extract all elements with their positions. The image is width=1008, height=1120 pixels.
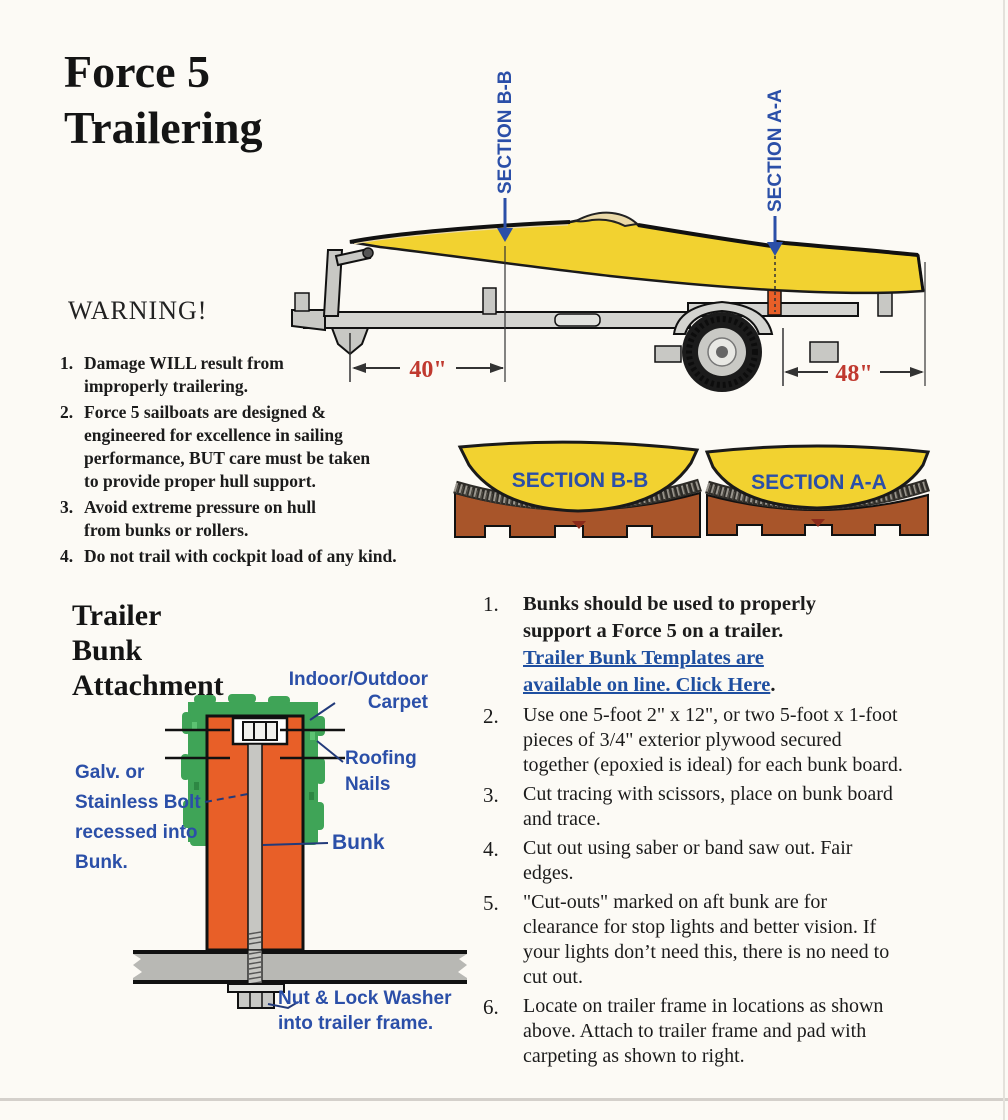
instructions-list: 1. Bunks should be used to properly supp… [483,591,988,1073]
hull-section-bb [457,440,700,513]
instruction-item: 5. "Cut-outs" marked on aft bunk are for… [483,890,988,990]
instruction-text: "Cut-outs" marked on aft bunk are for cl… [523,891,890,988]
dimension-48: 48" [782,262,926,387]
bolt-threads [247,931,263,991]
boat-trailer-diagram: SECTION B-B SECTION A-A 40" 48" [291,71,926,392]
instruction-item: 6. Locate on trailer frame in locations … [483,994,988,1069]
axle-bracket-left [654,345,682,363]
nut-label: Nut & Lock Washer into trailer frame. [278,988,452,1034]
warning-item: 3. Avoid extreme pressure on hull from b… [60,496,490,542]
trailer-bunk-templates-link[interactable]: Trailer Bunk Templates are available on … [523,647,771,696]
hitch-coupler [291,309,326,332]
page-title: Force 5 Trailering [64,44,262,156]
roofing-nails-label: Roofing Nails [345,748,417,795]
page-title-line2: Trailering [64,102,263,154]
leader-lines [204,702,344,1010]
trailer-frame-bar [133,950,467,984]
warning-item-text: Avoid extreme pressure on hull from bunk… [84,497,317,540]
warning-item-text: Damage WILL result from improperly trail… [84,353,284,396]
instruction-number: 1. [483,592,499,616]
section-aa-section-label: SECTION A-A [751,471,887,494]
section-bb-label: SECTION B-B [495,71,516,195]
bolt-label: Galv. or Stainless Bolt recessed into Bu… [75,762,201,873]
dim-40-text: 40" [409,357,446,383]
scan-edge-right [1003,0,1005,1120]
bolt-head [242,721,278,741]
trailer-main-beam [303,311,691,329]
instruction-bold-text: Bunks should be used to properly support… [523,593,816,642]
bolt-shaft [247,743,263,951]
instruction-item: 3. Cut tracing with scissors, place on b… [483,782,988,832]
section-aa-label: SECTION A-A [765,89,786,212]
warning-item: 4. Do not trail with cockpit load of any… [60,545,490,568]
scan-edge-bottom [0,1098,1008,1101]
warning-item-number: 4. [60,546,74,566]
instruction-text: Bunks should be used to properly support… [523,591,816,699]
bunk-attachment-heading: Trailer Bunk Attachment [72,599,224,703]
cross-sections-diagram: SECTION B-B SECTION A-A [453,440,931,538]
warning-item-number: 2. [60,402,74,422]
instruction-text: Use one 5-foot 2" x 12", or two 5-foot x… [523,704,903,776]
section-bb-section-label: SECTION B-B [512,469,649,492]
center-mark-aa [811,519,825,527]
warning-item-number: 1. [60,353,74,373]
warning-heading: WARNING! [68,296,208,325]
roofing-nails [165,728,345,760]
section-aa-callout: SECTION A-A [765,89,786,312]
deck-line-fore [349,220,571,244]
instruction-number: 3. [483,783,499,807]
warning-list: 1. Damage WILL result from improperly tr… [60,352,490,571]
instruction-item: 2. Use one 5-foot 2" x 12", or two 5-foo… [483,703,988,778]
carpet-label: Indoor/Outdoor Carpet [288,669,428,713]
dimension-40: 40" [349,246,506,383]
instruction-text: Cut out using saber or band saw out. Fai… [523,837,853,884]
winch-drum [362,247,374,259]
dim-48-text: 48" [835,361,872,387]
instruction-text: Cut tracing with scissors, place on bunk… [523,783,893,830]
fender [672,300,774,335]
bunk-label: Bunk [332,831,385,854]
center-mark-bb [572,521,586,529]
axle-bracket-right [809,341,839,363]
bunk-attachment-diagram [133,694,467,1010]
section-bb-callout: SECTION B-B [495,71,516,242]
hitch-latch [294,292,310,312]
cockpit-coaming [572,211,640,228]
warning-item: 1. Damage WILL result from improperly tr… [60,352,490,398]
instruction-item: 4. Cut out using saber or band saw out. … [483,836,988,886]
hull-section-aa [704,444,931,510]
boat-hull [349,212,925,295]
instruction-number: 6. [483,995,499,1019]
front-bunk-post [482,287,497,315]
lock-washer [227,983,285,993]
link-period: . [770,674,776,696]
instruction-item: 1. Bunks should be used to properly supp… [483,591,988,699]
winch-post [322,249,344,317]
instruction-number: 2. [483,704,499,728]
transom [916,254,925,292]
warning-item: 2. Force 5 sailboats are designed & engi… [60,401,490,493]
warning-item-text: Force 5 sailboats are designed & enginee… [84,402,371,491]
wheel [682,312,762,392]
instruction-number: 4. [483,837,499,861]
warning-item-number: 3. [60,497,74,517]
warning-item-text: Do not trail with cockpit load of any ki… [84,546,397,566]
instruction-number: 5. [483,891,499,915]
instruction-text: Locate on trailer frame in locations as … [523,995,884,1067]
trailer-crossmember [554,313,601,327]
nut [237,991,275,1009]
page-title-line1: Force 5 [64,46,211,97]
